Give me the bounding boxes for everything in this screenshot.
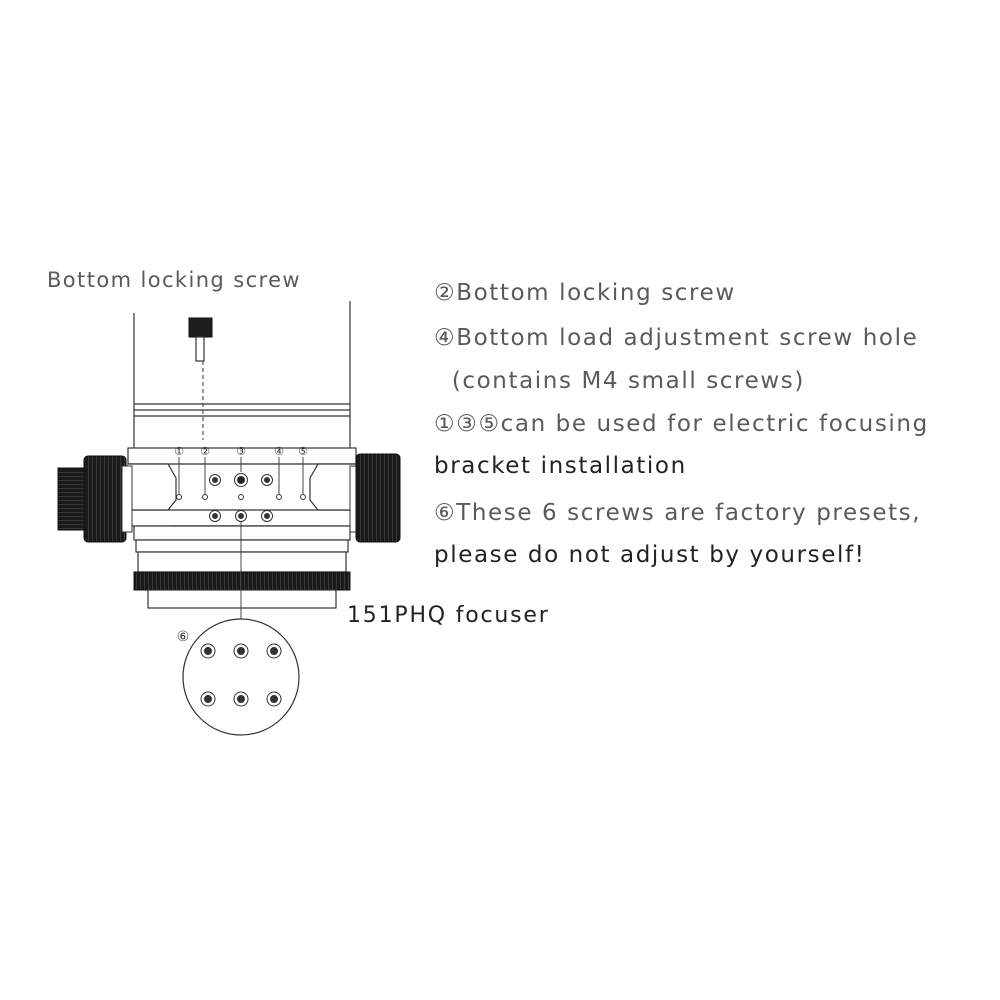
- marker-5: ⑤: [298, 445, 308, 458]
- note-do-not-adjust: please do not adjust by yourself!: [434, 542, 866, 568]
- drawtube: [147, 589, 337, 609]
- focuser-ring: [133, 571, 351, 591]
- marker-3: ③: [236, 445, 246, 458]
- bottom-locking-screw-part: [188, 317, 213, 440]
- focuser-model-label: 151PHQ focuser: [347, 603, 550, 628]
- body-screw-holes: [176, 473, 306, 522]
- marker-6: ⑥: [177, 629, 190, 645]
- tube: [133, 301, 351, 460]
- note-bracket-installation: bracket installation: [434, 453, 687, 479]
- note-load-adjustment-hole: ④Bottom load adjustment screw hole: [434, 325, 919, 351]
- note-bottom-locking-screw: ②Bottom locking screw: [434, 280, 736, 306]
- marker-2: ②: [200, 445, 210, 458]
- focuser-body: [127, 447, 357, 573]
- detail-screw-plate: [182, 618, 300, 736]
- marker-4: ④: [274, 445, 284, 458]
- bottom-locking-screw-label: Bottom locking screw: [47, 268, 301, 292]
- position-markers: ① ② ③ ④ ⑤ ⑥: [174, 445, 308, 645]
- note-m4-screws: (contains M4 small screws): [434, 368, 805, 394]
- note-factory-presets: ⑥These 6 screws are factory presets,: [434, 500, 922, 526]
- right-focus-knob: [349, 453, 401, 543]
- note-electric-focusing: ①③⑤can be used for electric focusing: [434, 411, 929, 437]
- marker-1: ①: [174, 445, 184, 458]
- left-focus-knob: [57, 455, 133, 543]
